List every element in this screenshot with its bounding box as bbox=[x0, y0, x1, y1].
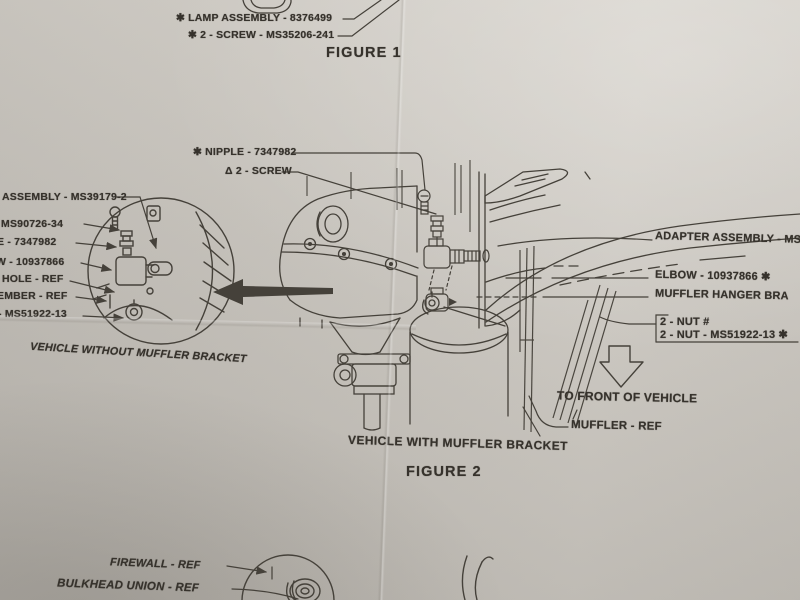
inset-label-nipple: E - 7347982 bbox=[0, 236, 57, 248]
elbow-label: ELBOW - 10937866 ✱ bbox=[654, 268, 771, 284]
fittings-drawing bbox=[417, 189, 490, 312]
frame-rail-lines bbox=[519, 245, 617, 433]
inset-leader-lines bbox=[69, 196, 158, 322]
stray-sketch-lines bbox=[461, 555, 494, 600]
figure3-drawing bbox=[241, 554, 335, 600]
figure2-leader-lines bbox=[281, 152, 799, 437]
bell-housing-drawing bbox=[279, 185, 419, 329]
down-arrow-icon bbox=[599, 345, 644, 388]
inset-label-assembly: ASSEMBLY - MS39179-2 bbox=[2, 191, 127, 203]
lamp-assembly-label: ✱ LAMP ASSEMBLY - 8376499 bbox=[176, 12, 333, 24]
inset-label-ms90726: MS90726-34 bbox=[1, 218, 64, 230]
figure3-leader-lines bbox=[226, 565, 299, 600]
figure1-lamp-outline bbox=[242, 0, 292, 14]
screw-ms35206-label: ✱ 2 - SCREW - MS35206-241 bbox=[188, 29, 335, 41]
figure2-caption: FIGURE 2 bbox=[406, 464, 482, 480]
inset-pointer-arrow-icon bbox=[213, 279, 333, 305]
inset-label-nut: - MS51922-13 bbox=[0, 308, 67, 320]
nut-label-2: 2 - NUT - MS51922-13 ✱ bbox=[660, 329, 788, 341]
to-front-of-vehicle-label: TO FRONT OF VEHICLE bbox=[556, 388, 698, 406]
muffler-ref-label: MUFFLER - REF bbox=[570, 419, 662, 433]
figure1-caption: FIGURE 1 bbox=[326, 45, 402, 61]
nut-label-1: 2 - NUT # bbox=[660, 316, 710, 328]
inset-label-hole: HOLE - REF bbox=[2, 273, 64, 285]
frame-lines bbox=[306, 160, 471, 232]
screw-delta-label: Δ 2 - SCREW bbox=[225, 165, 292, 177]
inset-label-member: EMBER - REF bbox=[0, 290, 68, 302]
inset-label-elbow: W - 10937866 bbox=[0, 256, 65, 268]
figure1-leader-lines bbox=[337, 0, 400, 37]
inset-circle-drawing bbox=[87, 197, 235, 345]
nipple-label: ✱ NIPPLE - 7347982 bbox=[193, 146, 297, 158]
muffler-drawing bbox=[409, 291, 509, 425]
valve-and-pipe-drawing bbox=[329, 317, 411, 431]
